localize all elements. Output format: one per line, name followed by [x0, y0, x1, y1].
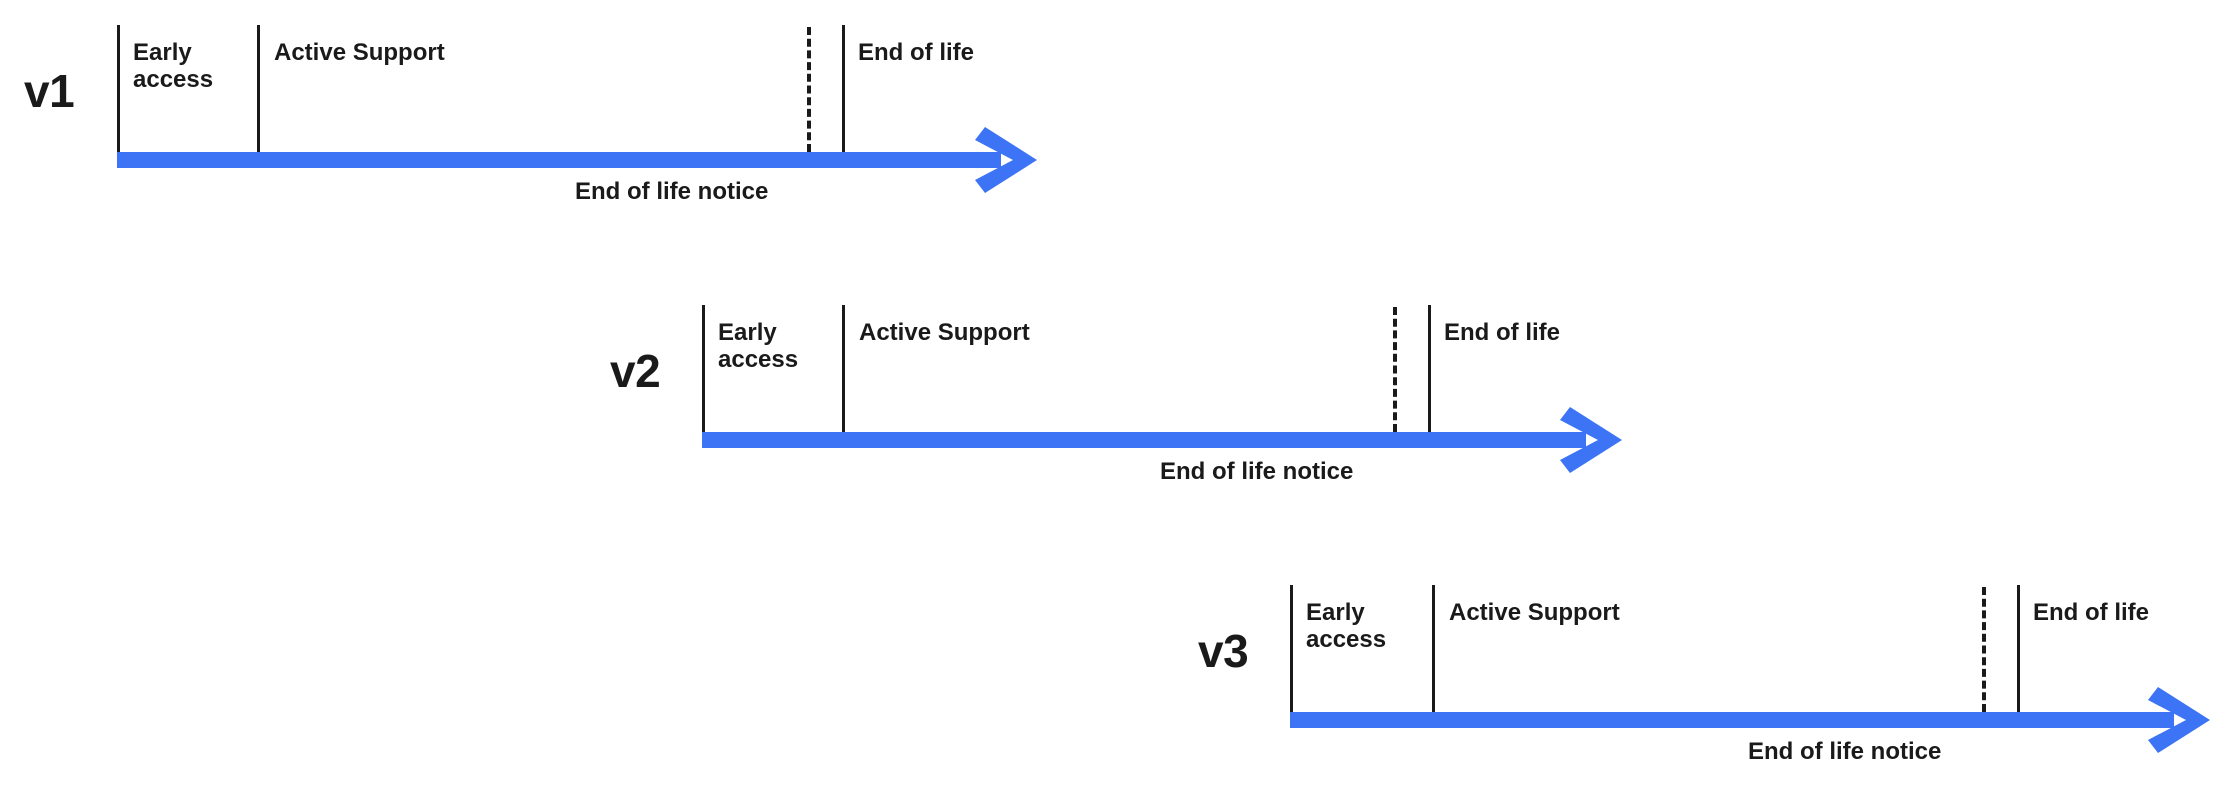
- phase-label-active-support: Active Support: [859, 319, 1030, 346]
- notice-label: End of life notice: [1748, 738, 1942, 765]
- end-of-life-notice-marker: [1982, 587, 1986, 712]
- phase-label-active-support: Active Support: [274, 39, 445, 66]
- timeline-bar: [702, 432, 1586, 448]
- timeline-arrowhead-icon: [975, 125, 1041, 195]
- phase-label-early-access: Early access: [1306, 599, 1387, 653]
- phase-label-active-support: Active Support: [1449, 599, 1620, 626]
- notice-label: End of life notice: [1160, 458, 1354, 485]
- phase-divider-early-access-start: [1290, 585, 1293, 712]
- phase-label-end-of-life: End of life: [858, 39, 974, 66]
- phase-divider-active-support-start: [257, 25, 260, 152]
- phase-divider-active-support-start: [1432, 585, 1435, 712]
- timeline-arrowhead-icon: [2148, 685, 2214, 755]
- end-of-life-notice-marker: [1393, 307, 1397, 432]
- phase-divider-end-of-life-start: [842, 25, 845, 152]
- phase-label-early-access: Early access: [718, 319, 799, 373]
- timeline-arrowhead-icon: [1560, 405, 1626, 475]
- timeline-bar: [117, 152, 1001, 168]
- version-label-v1: v1: [24, 65, 75, 117]
- phase-divider-early-access-start: [702, 305, 705, 432]
- phase-divider-active-support-start: [842, 305, 845, 432]
- notice-label: End of life notice: [575, 178, 769, 205]
- phase-divider-end-of-life-start: [2017, 585, 2020, 712]
- phase-divider-end-of-life-start: [1428, 305, 1431, 432]
- timeline-bar: [1290, 712, 2174, 728]
- end-of-life-notice-marker: [807, 27, 811, 152]
- phase-label-end-of-life: End of life: [2033, 599, 2149, 626]
- phase-label-early-access: Early access: [133, 39, 214, 93]
- phase-label-end-of-life: End of life: [1444, 319, 1560, 346]
- version-label-v2: v2: [610, 345, 661, 397]
- version-label-v3: v3: [1198, 625, 1249, 677]
- phase-divider-early-access-start: [117, 25, 120, 152]
